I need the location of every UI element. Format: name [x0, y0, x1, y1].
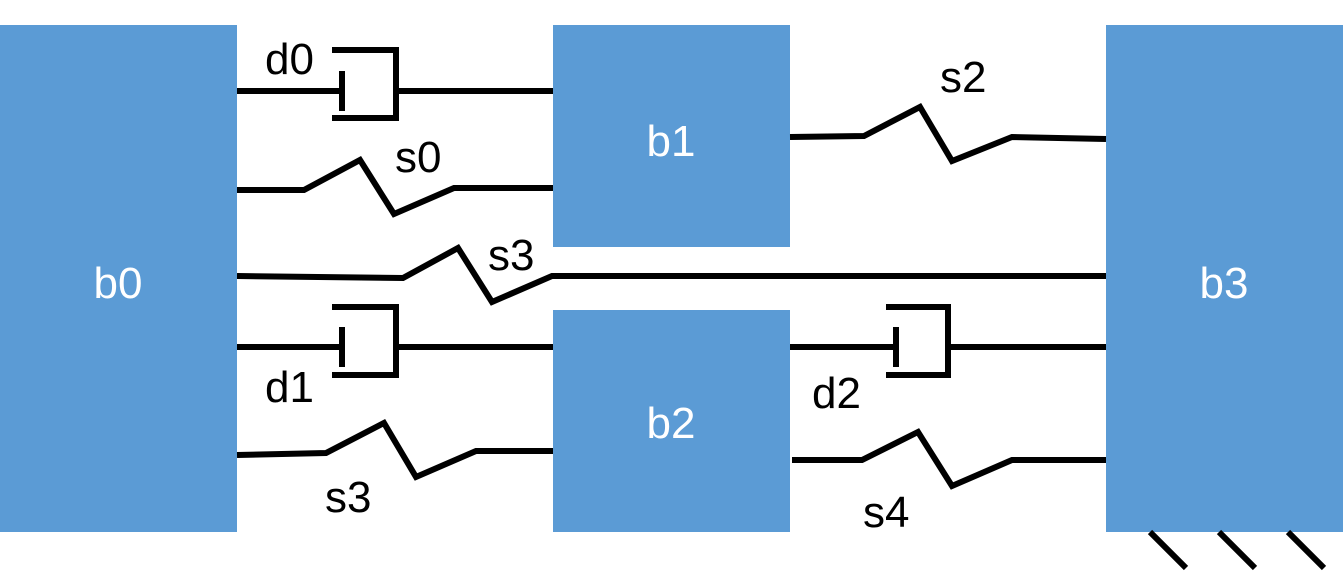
spring-s3-upper-label: s3: [488, 231, 534, 280]
damper-d2-label: d2: [812, 369, 861, 418]
block-b2-label: b2: [647, 399, 696, 448]
damper-d1: d1: [237, 304, 553, 412]
spring-s0-label: s0: [395, 133, 441, 182]
spring-s0: s0: [237, 133, 553, 218]
block-b1: b1: [553, 25, 790, 247]
damper-d2: d2: [790, 304, 1106, 418]
damper-d1-label: d1: [265, 363, 314, 412]
damper-d0-label: d0: [265, 35, 314, 84]
block-b1-label: b1: [647, 117, 696, 166]
spring-s4: s4: [792, 428, 1106, 537]
spring-s3-lower: s3: [236, 419, 553, 522]
spring-s2-label: s2: [940, 53, 986, 102]
spring-s4-label: s4: [863, 488, 909, 537]
block-b0: b0: [0, 25, 237, 532]
ground-hatch-icon: [1147, 529, 1327, 571]
block-b2: b2: [553, 310, 790, 532]
spring-s3-lower-label: s3: [325, 473, 371, 522]
spring-s2: s2: [789, 53, 1107, 165]
block-b3: b3: [1106, 25, 1343, 532]
block-b3-label: b3: [1200, 259, 1249, 308]
damper-d0: d0: [237, 35, 553, 121]
spring-s3-upper: s3: [236, 231, 1106, 306]
block-b0-label: b0: [94, 259, 143, 308]
